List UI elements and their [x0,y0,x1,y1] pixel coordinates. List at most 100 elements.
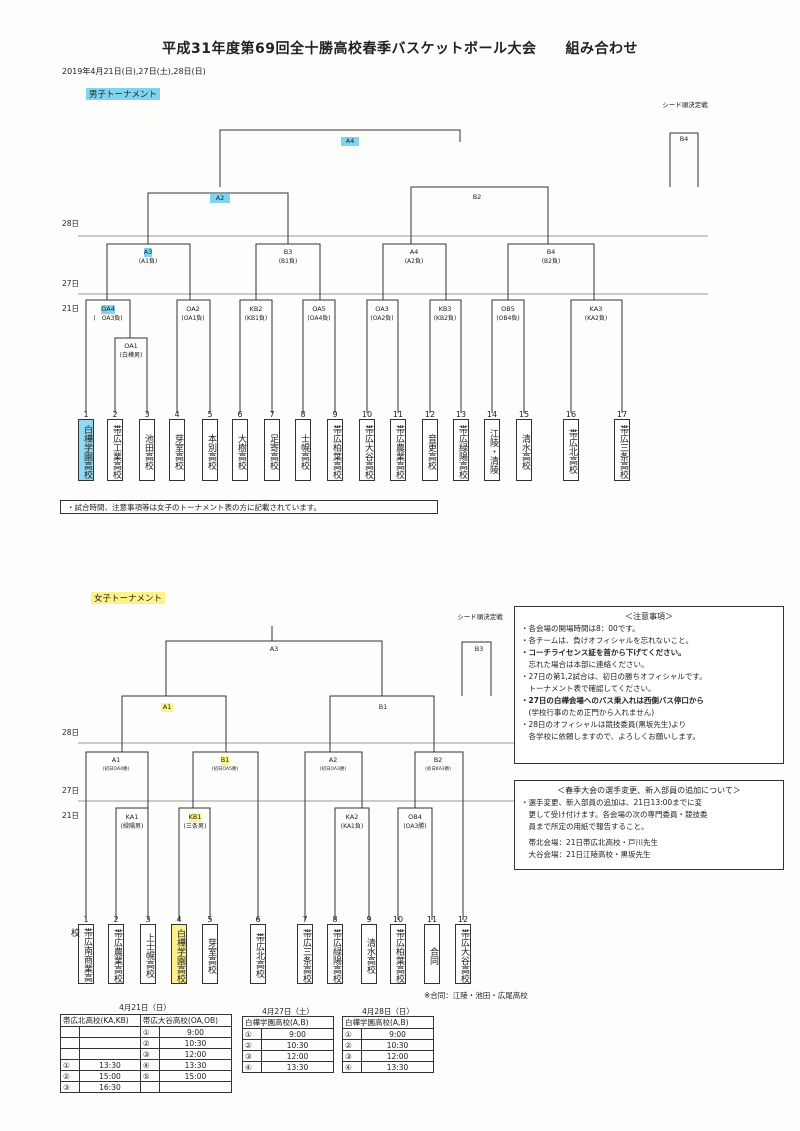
roster-change-line-6: 大谷会場：21日江陵高校・黒坂先生 [521,850,651,859]
girls-team-number: 7 [302,915,308,924]
girls-node-ob4: OB4 (OA3勝) [397,813,433,831]
boys-team-name: 帯広農業高校 [390,419,406,481]
boys-node-kb2-sub: (KB1負) [244,315,268,322]
caution-line-9: ・28日のオフィシャルは競技委員(黒坂先生)より [521,720,687,729]
boys-node-kb3-sub: (KB2負) [433,315,457,322]
girls-node-ka2-name: KA2 [345,813,359,821]
girls-team-number: 10 [392,915,404,924]
girls-node-ka1-sub: (緑陽男) [120,823,144,830]
boys-team-number: 6 [237,410,243,419]
caution-line-5: ・27日の第1,2試合は、初日の勝ちオフィシャルです。 [521,672,707,681]
boys-node-kb2-name: KB2 [249,305,263,313]
girls-node-a1-r1: A1 (初日OA4勝) [96,756,136,774]
boys-note: ・試合時間、注意事項等は女子のトーナメント表の方に記載されています。 [60,500,438,514]
boys-node-b4-sub: (B2負) [541,258,561,265]
girls-team-name: 清水高校 [361,924,377,984]
schedule-cell: ① [342,1028,362,1040]
girls-section-label: 女子トーナメント [91,592,166,604]
schedule-cell: ② [139,1037,160,1049]
caution-line-3: ・コーチライセンス証を首から下げてください。 [521,648,686,657]
boys-node-b3: B3 (B1負) [270,248,306,266]
boys-node-oa1-name: OA1 [124,342,138,350]
girls-node-ka2: KA2 (KA1負) [334,813,370,831]
boys-section-label: 男子トーナメント [86,88,161,100]
caution-line-7: ・27日の白樺会場へのバス乗入れは西側バス停口から [521,696,704,705]
boys-node-ka3-sub: (KA2負) [584,315,608,322]
girls-team-number: 3 [145,915,151,924]
boys-team-number: 5 [207,410,213,419]
girls-node-kb1-sub: (三条男) [183,823,207,830]
caution-line-2: ・各チームは、負けオフィシャルを忘れないこと。 [521,636,694,645]
schedule-cell: ③ [242,1050,262,1062]
boys-team-name: 帯広大谷高校 [359,419,375,481]
schedule-cell [60,1037,80,1049]
boys-node-oa5-name: OA5 [312,305,326,313]
roster-change-box: ＜春季大会の選手変更、新入部員の追加について＞ ・選手変更、新入部員の追加は、2… [514,780,784,870]
girls-team-name: 帯広農業高校 [108,924,124,984]
girls-team-name: 帯広大谷高校 [455,924,471,984]
girls-day-28: 28日 [62,728,80,737]
girls-node-b1: B1 [378,703,388,711]
girls-node-ka1-name: KA1 [125,813,139,821]
boys-node-oa3-sub: (OA2負) [370,315,394,322]
schedule-cell [79,1048,141,1060]
girls-node-a1: A1 [161,703,173,712]
schedule-cell: ④ [139,1059,160,1071]
boys-node-oa5-sub: (OA4負) [307,315,331,322]
schedule-cell [158,1081,233,1093]
boys-team-number: 16 [565,410,577,419]
boys-team-name: 芽室高校 [169,419,185,481]
boys-team-number: 8 [300,410,306,419]
girls-day-21: 21日 [62,811,80,820]
girls-node-kb1: KB1 (三条男) [177,813,213,831]
boys-node-ka3: KA3 (KA2負) [578,305,614,323]
boys-node-oa2-sub: (OA1負) [181,315,205,322]
boys-node-b3-name: B3 [283,248,293,256]
caution-heading: ＜注意事項＞ [625,612,673,621]
girls-team-number: 5 [207,915,213,924]
boys-team-number: 15 [518,410,530,419]
schedule-cell: ③ [139,1048,160,1060]
boys-node-a4: A4 (A2負) [396,248,432,266]
boys-node-a2: A2 [210,194,230,203]
schedule-cell [139,1081,160,1093]
schedule-cell [79,1026,141,1038]
girls-node-ob4-name: OB4 [408,813,422,821]
schedule-cell: 12:00 [261,1050,334,1062]
caution-line-8: (学校行事のため正門から入れません) [521,708,655,717]
girls-day-27: 27日 [62,786,80,795]
boys-team-name: 帯広三条高校 [614,419,630,481]
schedule-cell: 15:00 [79,1070,141,1082]
schedule-cell [79,1037,141,1049]
boys-node-ob5-name: OB5 [501,305,515,313]
girls-team-number: 8 [332,915,338,924]
girls-team-number: 12 [457,915,469,924]
schedule-cell: ④ [242,1061,262,1073]
schedule-cell: 16:30 [79,1081,141,1093]
girls-team-name: 帯広緑陽高校 [327,924,343,984]
schedule-day1-date: 4月21日（日） [119,1003,171,1012]
boys-node-kb3-name: KB3 [438,305,452,313]
schedule-cell: ② [242,1039,262,1051]
girls-node-a1-r1-sub: (初日OA4勝) [102,767,130,772]
boys-team-name: 白樺学園高校 [78,419,94,481]
boys-team-name: 足寄高校 [264,419,280,481]
boys-team-number: 14 [486,410,498,419]
caution-line-10: 各学校に依頼しますので、よろしくお願いします。 [521,732,700,741]
girls-team-name: 帯広北高校 [250,924,266,984]
girls-seed-label: シード順決定戦 [457,613,503,621]
girls-node-b1-r1-sub: (初日OA5勝) [211,767,239,772]
girls-team-name: 芽室高校 [202,924,218,984]
girls-team-name: 合同 [424,924,440,984]
